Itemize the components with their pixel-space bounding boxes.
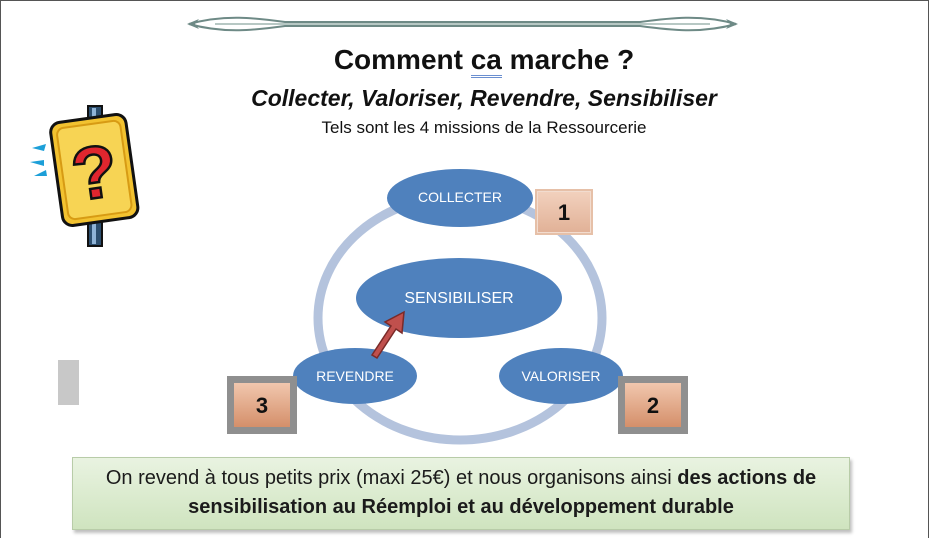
badge-2-number: 2 — [647, 393, 659, 418]
summary-bold-text: des actions de sensibilisation au Réempl… — [188, 467, 817, 518]
grey-placeholder — [58, 360, 79, 405]
node-collecter-label: COLLECTER — [418, 189, 502, 205]
summary-box: On revend à tous petits prix (maxi 25€) … — [72, 457, 850, 530]
arrow-icon — [370, 310, 405, 360]
badge-1: 1 — [535, 189, 593, 235]
node-valoriser-label: VALORISER — [521, 368, 600, 384]
node-revendre-label: REVENDRE — [316, 368, 394, 384]
mission-cycle-diagram: COLLECTER SENSIBILISER REVENDRE VALORISE… — [227, 169, 688, 445]
badge-2: 2 — [618, 376, 688, 434]
badge-3-number: 3 — [256, 393, 268, 418]
node-sensibiliser-label: SENSIBILISER — [404, 290, 513, 307]
page-title: Comment ca marche ? — [0, 44, 929, 78]
missions-caption: Tels sont les 4 missions de la Ressource… — [321, 118, 647, 137]
page-subtitle: Collecter, Valoriser, Revendre, Sensibil… — [251, 85, 717, 111]
node-revendre — [293, 348, 417, 404]
node-collecter — [387, 169, 533, 227]
question-sign-icon: ? — [30, 105, 140, 247]
badge-3: 3 — [227, 376, 297, 434]
node-valoriser — [499, 348, 623, 404]
badge-1-number: 1 — [558, 200, 570, 225]
node-sensibiliser — [356, 258, 562, 338]
summary-text: On revend à tous petits prix (maxi 25€) … — [105, 467, 678, 489]
ornament-icon — [187, 16, 738, 32]
